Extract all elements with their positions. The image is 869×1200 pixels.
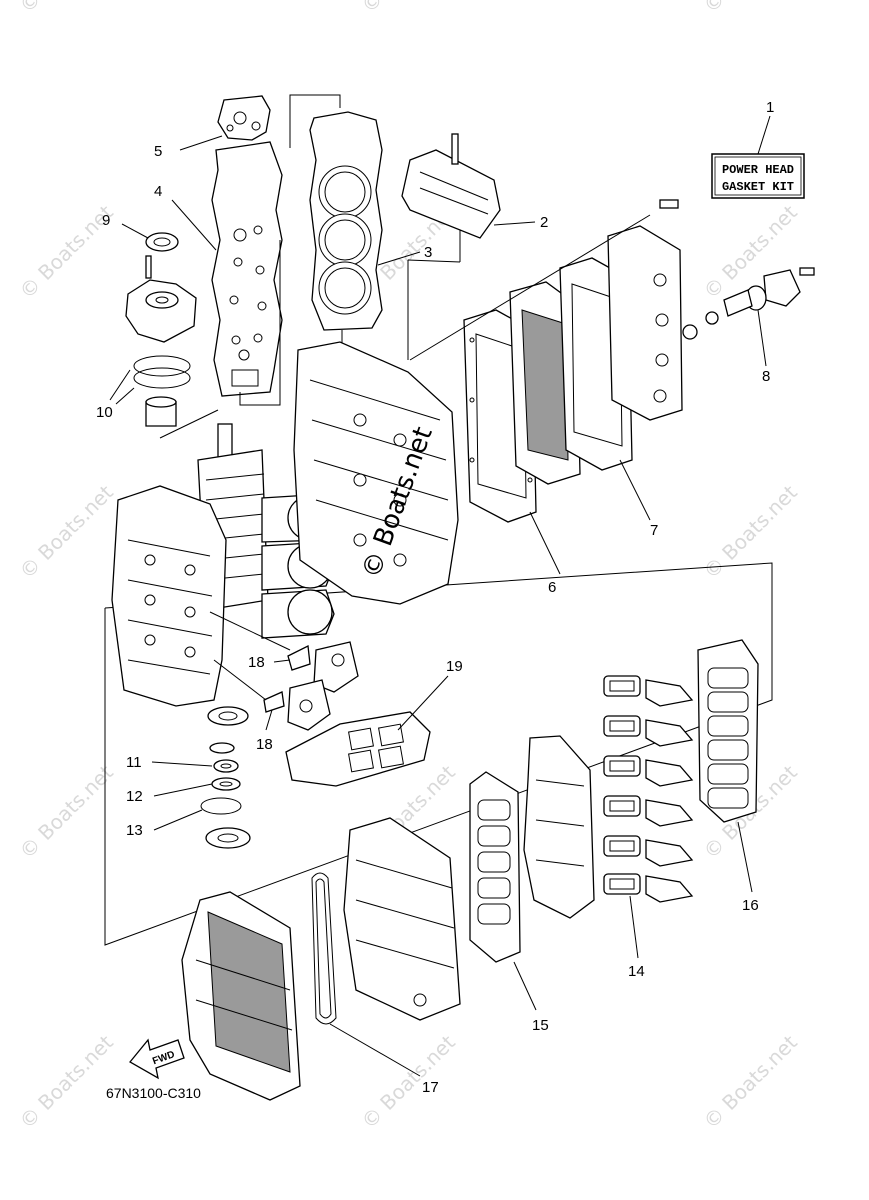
callout-15: 15 [532,1017,549,1034]
watermark-13: © Boats.net [357,1030,460,1133]
kit-label-line1: POWER HEAD [722,163,794,177]
callout-5: 5 [154,143,162,160]
intake-manifold [343,817,461,1021]
part-15-gasket [469,771,537,1011]
callout-14: 14 [628,963,645,980]
cylinder-block: © Boats.net [293,341,459,605]
fwd-arrow: FWD [129,1038,185,1080]
watermark-3: © Boats.net [699,0,802,18]
exhaust-manifold [607,225,683,421]
callout-10: 10 [96,404,113,421]
callout-13: 13 [126,822,143,839]
callout-19: 19 [446,658,463,675]
intake-group-outline [104,562,773,946]
part-10-rings [109,355,191,427]
callout-12: 12 [126,788,143,805]
watermark-7: © Boats.net [15,480,118,583]
watermark-2: © Boats.net [357,0,460,18]
callout-18b: 18 [256,736,273,753]
callout-3: 3 [424,244,432,261]
watermark-9: © Boats.net [15,760,118,863]
part-18-anodes [263,641,359,731]
callout-17: 17 [422,1079,439,1096]
part-4-head-gasket [171,141,283,397]
part-code: 67N3100-C310 [106,1085,201,1101]
watermark-1: © Boats.net [15,0,118,18]
callout-7: 7 [650,522,658,539]
watermark-14: © Boats.net [699,1030,802,1133]
callout-8: 8 [762,368,770,385]
callout-16: 16 [742,897,759,914]
reed-valve-block [523,735,595,919]
lower-bearing-seals [151,706,251,849]
gasket-kit-label: POWER HEAD GASKET KIT [711,115,805,199]
callout-1: 1 [766,99,774,116]
part-14-reed-valves [603,675,694,959]
part-16-reed-gasket [697,639,759,893]
callout-2: 2 [540,214,548,231]
part-3-cylinder-gasket [309,111,421,331]
part-19-gasket [285,675,449,787]
callout-numbers: 1 2 3 4 5 6 7 8 9 10 11 12 13 14 15 16 1… [96,99,774,1096]
kit-label-line2: GASKET KIT [722,180,794,194]
upper-bearing-housing [125,255,197,343]
part-2-cover-plate [401,133,536,360]
callout-6: 6 [548,579,556,596]
callout-18a: 18 [248,654,265,671]
watermark-8: © Boats.net [699,480,802,583]
callout-4: 4 [154,183,162,200]
part-5-cover [179,95,271,151]
callout-11: 11 [126,754,142,771]
part-17-seal [311,872,421,1077]
crankcase [111,485,227,707]
watermark-12: © Boats.net [15,1030,118,1133]
part-8-thermostat [659,199,815,367]
callout-9: 9 [102,212,110,229]
part-9-seal [121,223,179,252]
silencer-cover [181,891,301,1101]
